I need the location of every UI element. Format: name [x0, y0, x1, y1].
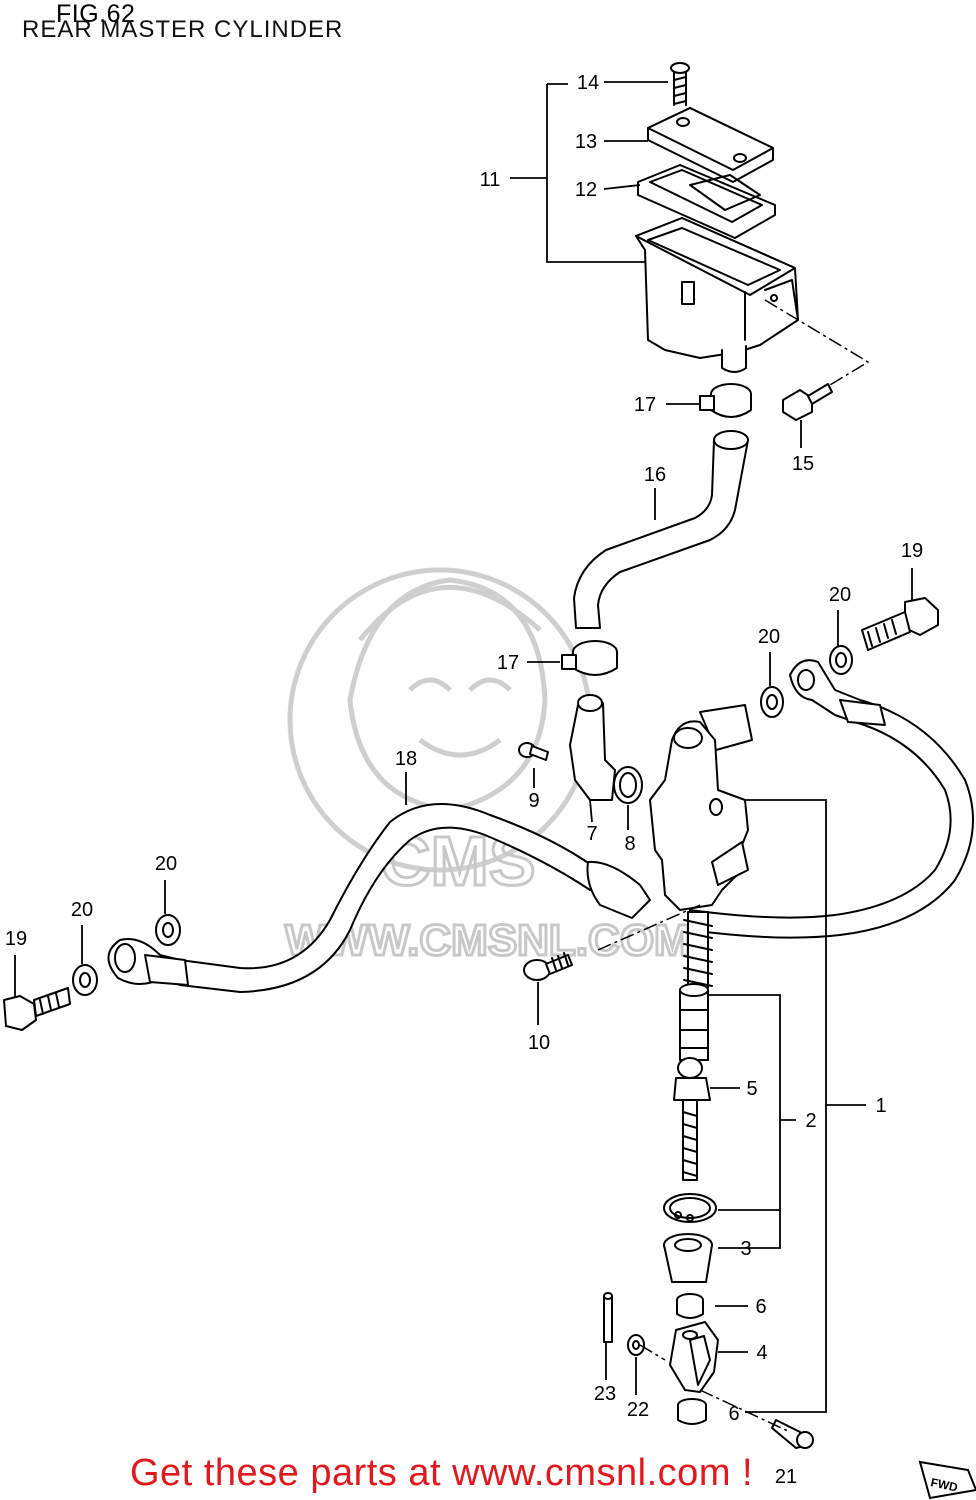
part-22-washer-hole	[632, 1340, 640, 1350]
part-12-diaphragm-plate	[637, 164, 776, 239]
part-20-washer-right-a-hole	[835, 652, 847, 668]
callout-labels: 1 2 3 4 5 6 6 7 8 9 10 11 12 13 14 15 16…	[5, 72, 923, 1488]
part-6-nut-upper	[676, 1293, 704, 1319]
part-snap-ring	[663, 1193, 717, 1223]
part-17-clamp-upper	[699, 383, 752, 418]
leader-lines	[14, 81, 913, 1413]
watermark-logo-mouth	[418, 737, 502, 758]
callout-14: 14	[577, 72, 599, 94]
callout-3: 3	[740, 1238, 751, 1260]
callout-12: 12	[575, 179, 597, 201]
callout-6-upper: 6	[755, 1296, 766, 1318]
callout-1: 1	[875, 1095, 886, 1117]
callout-8: 8	[624, 833, 635, 855]
part-13-reservoir-cap	[647, 107, 774, 183]
callout-22: 22	[627, 1399, 649, 1421]
part-20-washer-left-b-hole	[79, 972, 91, 988]
part-11-reservoir	[635, 217, 799, 373]
part-18-brake-hose-left	[107, 803, 651, 993]
page-title: REAR MASTER CYLINDER	[22, 16, 344, 43]
part-10-screw	[523, 952, 573, 981]
watermark-logo-face	[347, 577, 548, 813]
callout-20-right-a: 20	[829, 584, 851, 606]
callout-20-right-b: 20	[758, 626, 780, 648]
callout-16: 16	[644, 464, 666, 486]
part-20-washer-right-b-hole	[766, 694, 778, 710]
callout-11: 11	[480, 169, 501, 191]
guide-lines	[597, 299, 870, 1433]
part-17-clamp-lower	[561, 640, 618, 676]
part-6-nut-lower	[677, 1398, 707, 1425]
part-21-clevis-pin	[771, 1419, 814, 1449]
watermark-logo-cap	[358, 585, 542, 642]
part-2-piston-spring-assembly	[679, 911, 713, 1061]
part-15-bolt	[782, 383, 833, 421]
callout-19-left: 19	[5, 928, 27, 950]
callout-2: 2	[805, 1110, 816, 1132]
parts-lineart	[3, 62, 974, 1449]
figure-number: FIG.62	[56, 0, 136, 28]
callout-7: 7	[586, 823, 597, 845]
part-5-push-rod	[673, 1057, 711, 1181]
callout-23: 23	[594, 1383, 616, 1405]
callout-13: 13	[575, 131, 597, 153]
part-19-banjo-bolt-left	[3, 987, 71, 1031]
callout-21: 21	[775, 1466, 797, 1488]
part-19-banjo-bolt-right	[861, 597, 939, 651]
callout-17-lower: 17	[497, 652, 519, 674]
part-3-dust-boot	[663, 1233, 713, 1283]
callout-9: 9	[528, 790, 539, 812]
part-23-cotter-pin	[603, 1292, 613, 1343]
part-4-clevis	[669, 1321, 719, 1393]
footer-promo-link[interactable]: Get these parts at www.cmsnl.com !	[130, 1452, 754, 1494]
part-9-screw	[518, 742, 549, 761]
callout-17-upper: 17	[634, 394, 656, 416]
callout-18: 18	[395, 748, 417, 770]
callout-10: 10	[528, 1032, 550, 1054]
part-1-master-cylinder-body	[649, 704, 753, 911]
callout-6-lower: 6	[728, 1403, 739, 1425]
part-16-reservoir-hose	[573, 430, 749, 629]
callout-15: 15	[792, 453, 814, 475]
callout-19-right: 19	[901, 540, 923, 562]
fwd-label: FWD	[929, 1475, 959, 1494]
watermark-logo-eye	[408, 677, 512, 692]
callout-4: 4	[756, 1342, 767, 1364]
part-7-hose-joint	[569, 694, 616, 801]
callout-20-left-b: 20	[71, 899, 93, 921]
part-14-screw	[670, 62, 690, 106]
part-20-washer-left-a-hole	[162, 922, 174, 938]
fwd-direction-badge: FWD	[918, 1460, 976, 1500]
callout-20-left-a: 20	[155, 853, 177, 875]
part-8-o-ring-inner	[619, 772, 637, 798]
callout-5: 5	[746, 1078, 757, 1100]
